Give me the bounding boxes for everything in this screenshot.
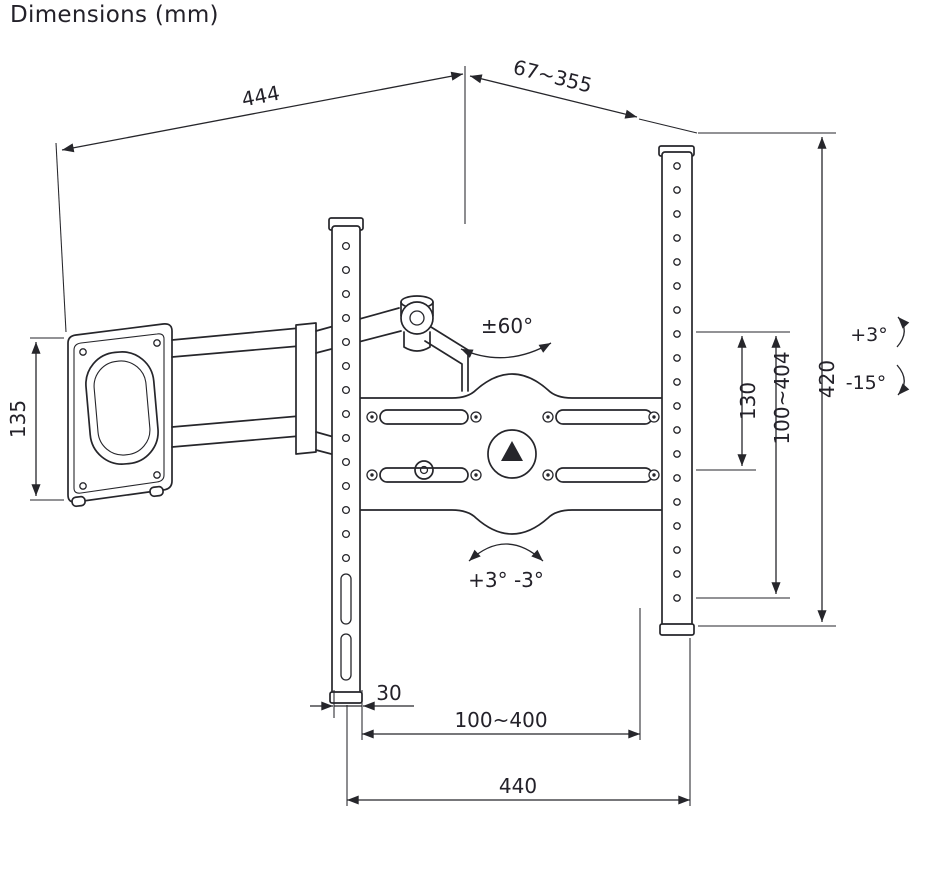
page-title: Dimensions (mm): [10, 2, 219, 28]
dim-plate-width: 440: [346, 638, 691, 806]
dim-label-plate-width: 440: [499, 774, 537, 798]
dim-label-wall-plate-height: 135: [6, 400, 30, 438]
vesa-plate: [339, 373, 683, 535]
dim-vesa-height-range: 100~404: [696, 331, 794, 599]
wall-plate: [67, 323, 173, 508]
level-adjustment-label: +3° -3°: [468, 568, 544, 592]
swivel-angle-label: ±60°: [481, 314, 533, 338]
tilt-annotation: +3° -15°: [846, 316, 910, 396]
dim-label-hole-span: 130: [736, 382, 760, 420]
tilt-down-label: -15°: [846, 372, 887, 394]
dim-extension-range: 67~355: [469, 55, 698, 134]
left-vesa-rail: [328, 217, 364, 704]
dim-label-plate-height: 420: [815, 360, 839, 398]
swivel-arrow: [460, 342, 552, 359]
right-vesa-rail: [658, 145, 695, 636]
dim-label-extension-range: 67~355: [511, 55, 595, 98]
level-arrow: [468, 543, 544, 562]
dim-vesa-width-range: 100~400: [362, 608, 641, 740]
plate-slot: [379, 467, 469, 483]
dim-plate-height: 420: [698, 132, 839, 627]
tilt-up-arrow: [896, 316, 910, 348]
dim-label-slot-offset: 30: [376, 681, 401, 705]
dim-hole-span: 130: [696, 336, 760, 471]
dim-arm-reach: 444: [55, 66, 466, 333]
level-annotation: +3° -3°: [468, 543, 544, 592]
dim-wall-plate-height: 135: [6, 337, 64, 501]
center-hub: [487, 429, 537, 479]
dim-label-arm-reach: 444: [240, 81, 282, 112]
dim-label-vesa-height-range: 100~404: [770, 351, 794, 444]
swivel-annotation: ±60°: [460, 314, 552, 359]
dim-slot-offset: 30: [310, 681, 414, 740]
tilt-up-label: +3°: [850, 324, 888, 346]
tilt-down-arrow: [896, 364, 910, 396]
wall-plate-slot: [85, 351, 159, 465]
up-arrow-marker: [501, 441, 523, 461]
plate-slot: [379, 409, 469, 425]
dim-label-vesa-width-range: 100~400: [454, 708, 547, 732]
